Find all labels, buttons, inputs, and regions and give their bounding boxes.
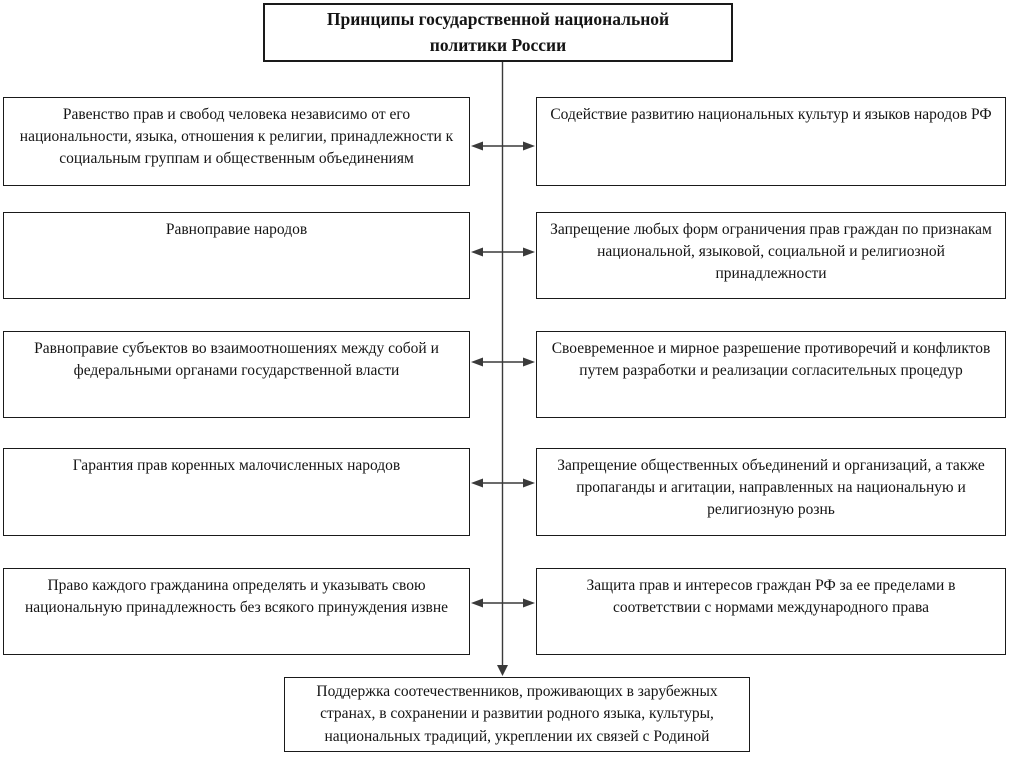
bottom-support-box: Поддержка соотечественников, проживающих…: [284, 677, 750, 752]
double-arrow-row-1: [471, 141, 535, 151]
double-arrow-row-3: [471, 357, 535, 367]
principle-box-left-1: Равенство прав и свобод человека независ…: [3, 97, 470, 186]
principle-box-right-3: Своевременное и мирное разрешение против…: [536, 331, 1006, 418]
principle-box-right-5: Защита прав и интересов граждан РФ за ее…: [536, 568, 1006, 655]
principle-box-left-4: Гарантия прав коренных малочисленных нар…: [3, 448, 470, 536]
down-arrowhead-icon: [497, 665, 508, 676]
principle-box-left-3: Равноправие субъектов во взаимоотношения…: [3, 331, 470, 418]
principle-box-right-2: Запрещение любых форм ограничения прав г…: [536, 212, 1006, 299]
principle-box-right-1: Содействие развитию национальных культур…: [536, 97, 1006, 186]
principle-box-left-2: Равноправие народов: [3, 212, 470, 299]
diagram-title-box: Принципы государственной национальной по…: [263, 3, 733, 62]
bottom-support-text: Поддержка соотечественников, проживающих…: [316, 682, 718, 745]
principle-box-right-4: Запрещение общественных объединений и ор…: [536, 448, 1006, 536]
diagram-title: Принципы государственной национальной по…: [326, 9, 670, 55]
double-arrow-row-2: [471, 247, 535, 257]
double-arrow-row-4: [471, 478, 535, 488]
principle-box-left-5: Право каждого гражданина определять и ук…: [3, 568, 470, 655]
double-arrow-row-5: [471, 598, 535, 608]
